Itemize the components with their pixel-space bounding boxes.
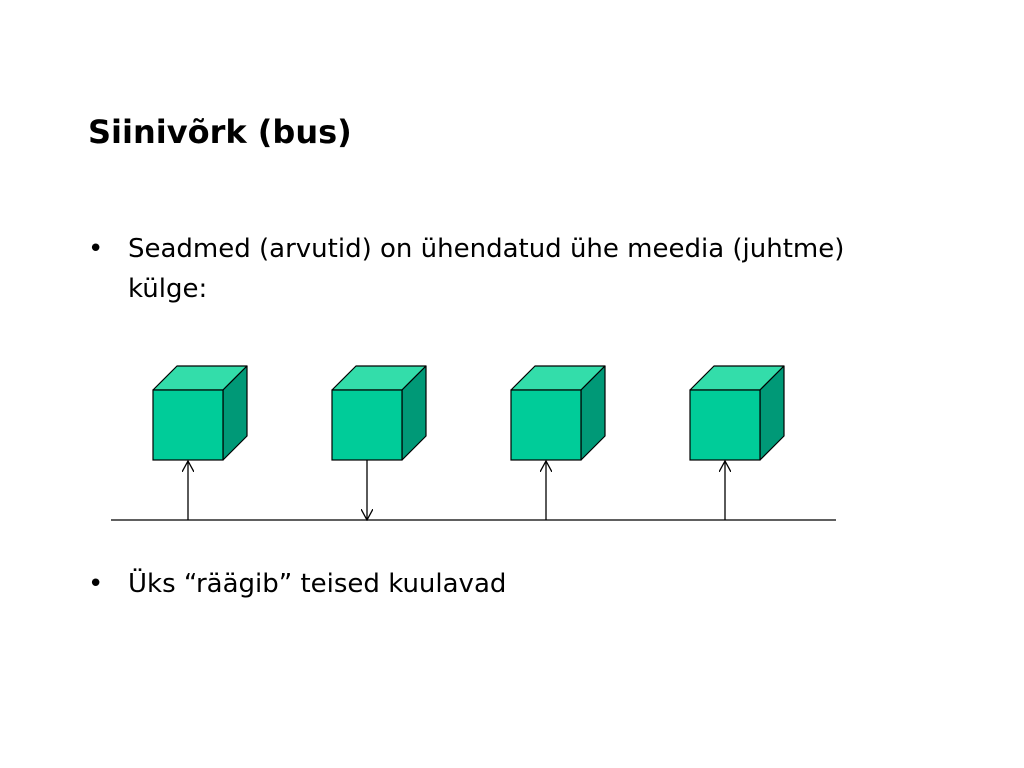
bullet-marker: • [88, 569, 104, 599]
bullet-text: Üks “räägib” teised kuulavad [128, 569, 507, 599]
cube-front-face [510, 389, 582, 461]
bullet-marker: • [88, 234, 104, 264]
cube-side-face [401, 365, 427, 461]
cube-front-face [331, 389, 403, 461]
device-cube [689, 365, 785, 461]
cube-top-face [152, 365, 248, 391]
cube-front-face [689, 389, 761, 461]
device-cube [331, 365, 427, 461]
bullet-text: Seadmed (arvutid) on ühendatud ühe meedi… [128, 234, 845, 304]
cube-side-face [222, 365, 248, 461]
cube-side-face [759, 365, 785, 461]
slide-title: Siinivõrk (bus) [88, 113, 352, 151]
device-cube [510, 365, 606, 461]
device-cube [152, 365, 248, 461]
cube-top-face [331, 365, 427, 391]
cube-side-face [580, 365, 606, 461]
bullet-item: • Üks “räägib” teised kuulavad [88, 564, 848, 604]
bullet-item: • Seadmed (arvutid) on ühendatud ühe mee… [88, 229, 848, 309]
cube-front-face [152, 389, 224, 461]
cube-top-face [510, 365, 606, 391]
cube-top-face [689, 365, 785, 391]
